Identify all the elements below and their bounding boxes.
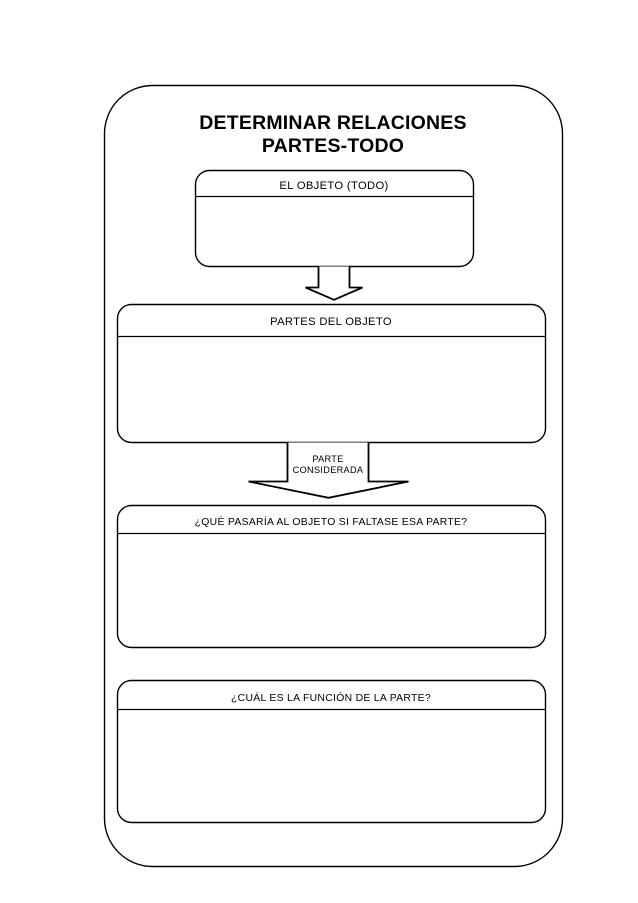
box-partes-del-objeto: PARTES DEL OBJETO xyxy=(116,303,547,444)
arrow-down-wide-icon xyxy=(248,442,409,499)
box-cual-es-la-funcion: ¿CUÁL ES LA FUNCIÓN DE LA PARTE? xyxy=(116,679,547,824)
box-objeto-todo-header: EL OBJETO (TODO) xyxy=(279,180,388,192)
box-partes-del-objeto-header: PARTES DEL OBJETO xyxy=(270,316,392,328)
arrow-label-line2: CONSIDERADA xyxy=(293,465,364,475)
page-title-line2: PARTES-TODO xyxy=(262,135,404,157)
box-objeto-todo: EL OBJETO (TODO) xyxy=(194,169,475,268)
box-cual-es-la-funcion-header: ¿CUÁL ES LA FUNCIÓN DE LA PARTE? xyxy=(231,691,431,704)
arrow-objeto-to-partes xyxy=(305,266,363,301)
arrow-down-icon xyxy=(305,266,363,301)
outer-container-frame xyxy=(103,84,564,868)
page-title-line1: DETERMINAR RELACIONES xyxy=(199,112,466,134)
arrow-partes-to-pregunta: PARTE CONSIDERADA xyxy=(248,442,409,499)
box-que-pasaria-frame xyxy=(116,504,547,649)
box-objeto-todo-writing-area[interactable] xyxy=(197,198,472,265)
box-partes-del-objeto-writing-area[interactable] xyxy=(119,338,544,441)
box-que-pasaria-header: ¿QUÉ PASARÍA AL OBJETO SI FALTASE ESA PA… xyxy=(195,515,468,528)
box-que-pasaria: ¿QUÉ PASARÍA AL OBJETO SI FALTASE ESA PA… xyxy=(116,504,547,649)
box-cual-es-la-funcion-frame xyxy=(116,679,547,824)
box-que-pasaria-writing-area[interactable] xyxy=(119,535,544,646)
arrow-label-line1: PARTE xyxy=(312,454,343,464)
box-cual-es-la-funcion-writing-area[interactable] xyxy=(119,711,544,821)
